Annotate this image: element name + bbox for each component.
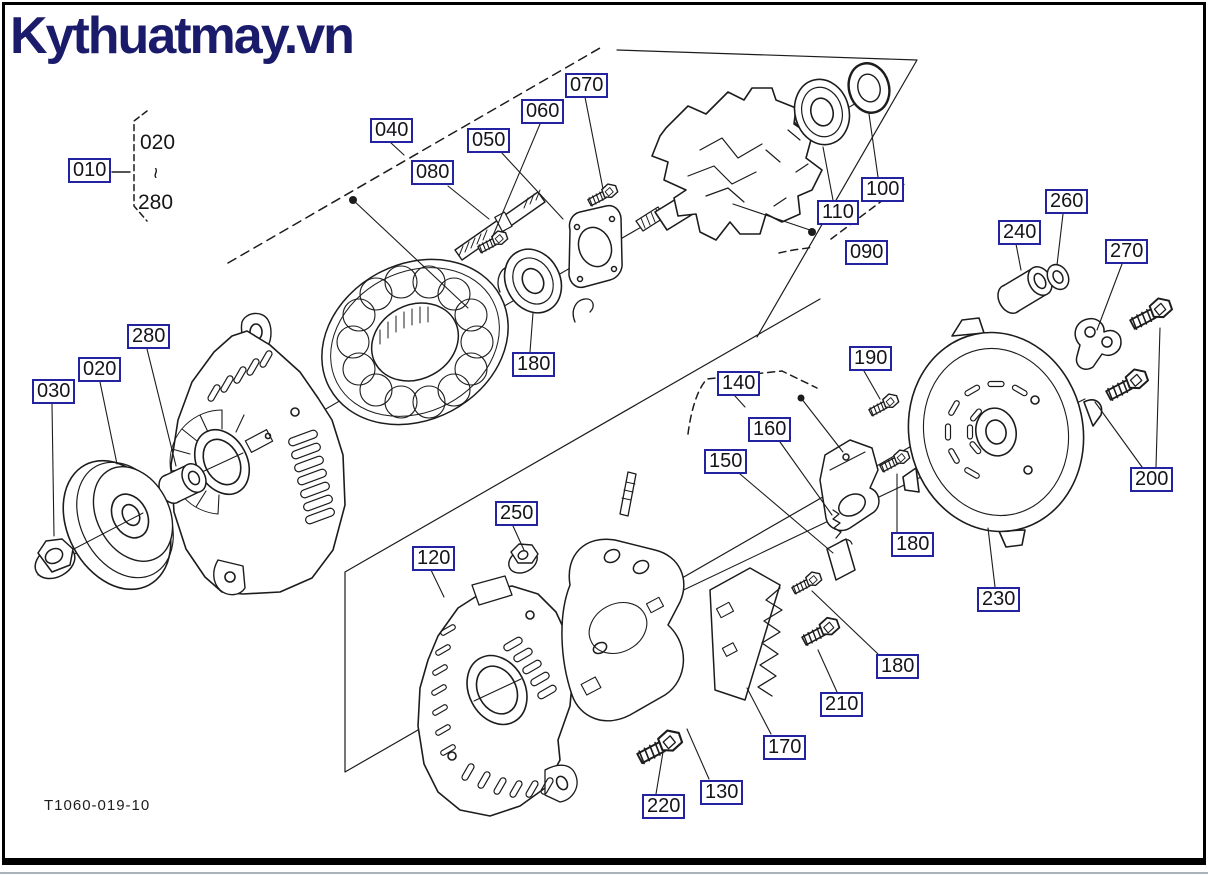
range-start-text: 020 bbox=[140, 131, 176, 154]
part-drawing-pulley-nut bbox=[34, 538, 76, 580]
part-label-190[interactable]: 190 bbox=[849, 346, 893, 371]
part-label-210[interactable]: 210 bbox=[820, 692, 864, 717]
part-label-030[interactable]: 030 bbox=[32, 379, 76, 404]
part-drawing-stator bbox=[321, 258, 594, 426]
part-drawing-brush-spring bbox=[832, 509, 842, 539]
part-label-140[interactable]: 140 bbox=[717, 371, 761, 396]
part-label-280[interactable]: 280 bbox=[127, 324, 171, 349]
drawing-number: T1060-019-10 bbox=[44, 797, 151, 814]
part-drawing-brush-holder bbox=[819, 439, 880, 532]
part-drawing-spacer bbox=[158, 463, 207, 504]
part-drawing-lock-nut bbox=[508, 543, 539, 574]
leader-lines bbox=[51, 96, 1161, 795]
part-label-250[interactable]: 250 bbox=[495, 501, 539, 526]
part-drawing-retainer-plate bbox=[568, 204, 623, 289]
part-label-010[interactable]: 010 bbox=[68, 158, 112, 183]
part-drawing-front-bearing bbox=[503, 248, 563, 314]
part-label-170[interactable]: 170 bbox=[763, 735, 807, 760]
range-separator-text: ~ bbox=[143, 167, 166, 179]
part-label-180-b[interactable]: 180 bbox=[891, 532, 935, 557]
part-drawing-rear-cover bbox=[902, 317, 1103, 548]
part-label-120[interactable]: 120 bbox=[412, 546, 456, 571]
part-label-020[interactable]: 020 bbox=[78, 357, 122, 382]
part-drawing-pulley bbox=[62, 459, 174, 591]
part-drawing-regulator bbox=[709, 567, 783, 701]
part-label-180-a[interactable]: 180 bbox=[512, 352, 556, 377]
part-label-260[interactable]: 260 bbox=[1045, 189, 1089, 214]
part-label-220[interactable]: 220 bbox=[642, 794, 686, 819]
part-drawing-rear-bracket bbox=[417, 575, 578, 817]
part-label-160[interactable]: 160 bbox=[748, 417, 792, 442]
page-bottom-edge bbox=[0, 872, 1208, 874]
range-end-text: 280 bbox=[138, 191, 174, 214]
part-label-050[interactable]: 050 bbox=[467, 128, 511, 153]
part-label-040[interactable]: 040 bbox=[370, 118, 414, 143]
brand-logo: Kythuatmay.vn bbox=[10, 6, 361, 66]
part-label-180-c[interactable]: 180 bbox=[876, 654, 920, 679]
part-drawing-rear-bearing bbox=[793, 78, 851, 146]
part-label-110[interactable]: 110 bbox=[817, 200, 859, 225]
part-drawing-through-bolt bbox=[454, 189, 546, 261]
part-label-270[interactable]: 270 bbox=[1105, 239, 1149, 264]
part-label-130[interactable]: 130 bbox=[700, 780, 744, 805]
part-drawing-bushing bbox=[997, 266, 1053, 314]
part-label-230[interactable]: 230 bbox=[977, 587, 1021, 612]
part-label-060[interactable]: 060 bbox=[521, 99, 565, 124]
part-label-090[interactable]: 090 bbox=[845, 240, 889, 265]
part-label-240[interactable]: 240 bbox=[998, 220, 1042, 245]
part-drawing-washer bbox=[1046, 263, 1070, 291]
part-drawing-brush bbox=[826, 538, 856, 581]
part-label-150[interactable]: 150 bbox=[704, 449, 748, 474]
part-drawing-front-bracket bbox=[169, 312, 346, 596]
part-drawing-collar bbox=[847, 62, 891, 114]
part-label-100[interactable]: 100 bbox=[861, 177, 905, 202]
part-label-200[interactable]: 200 bbox=[1130, 467, 1174, 492]
part-drawing-rectifier bbox=[561, 471, 685, 722]
part-drawing-clamp bbox=[1074, 317, 1122, 370]
part-label-070[interactable]: 070 bbox=[565, 73, 609, 98]
part-label-080[interactable]: 080 bbox=[411, 160, 455, 185]
